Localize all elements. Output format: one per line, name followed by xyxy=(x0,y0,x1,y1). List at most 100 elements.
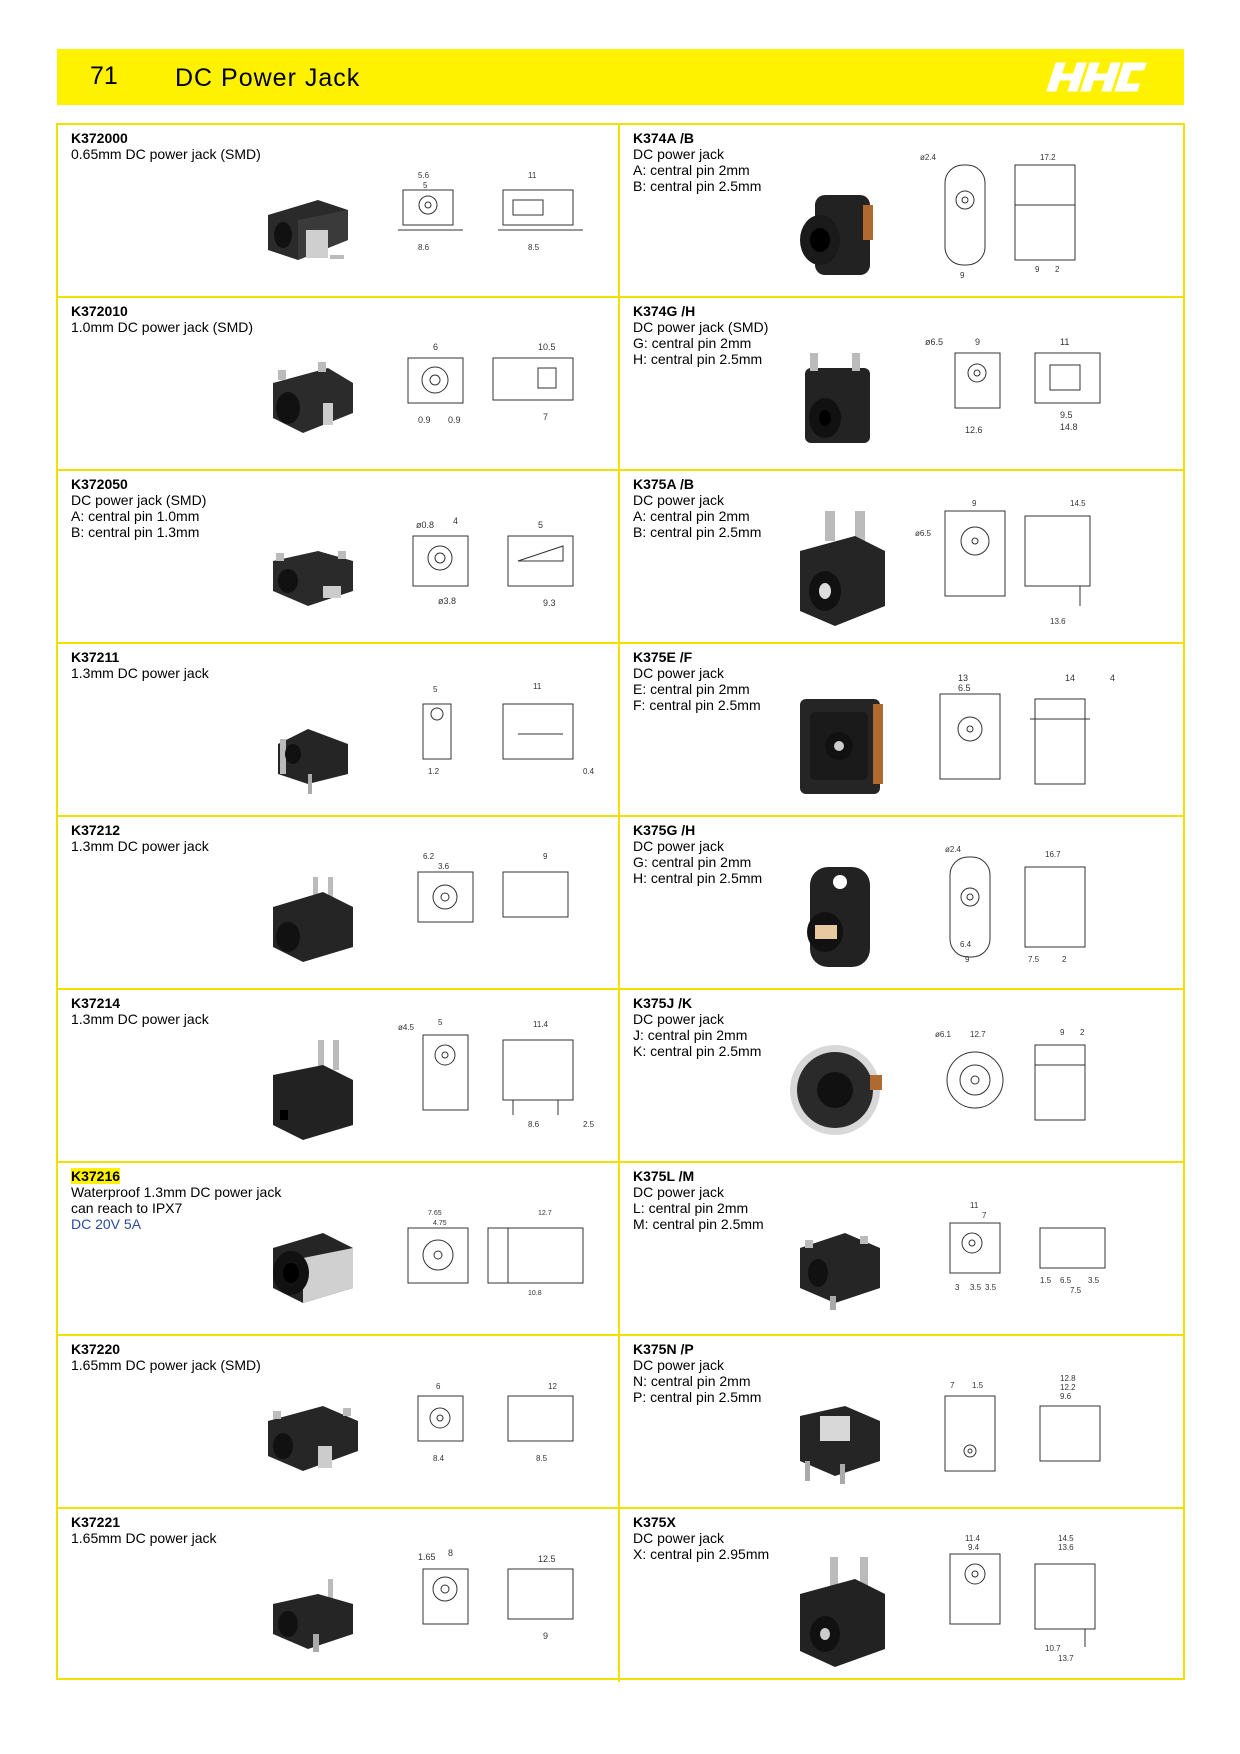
svg-text:3.6: 3.6 xyxy=(438,862,450,871)
svg-text:8.4: 8.4 xyxy=(433,1454,445,1463)
product-desc: L: central pin 2mm xyxy=(633,1200,749,1216)
svg-text:ø6.5: ø6.5 xyxy=(915,529,932,538)
product-desc: 1.65mm DC power jack xyxy=(71,1530,217,1546)
product-desc: H: central pin 2.5mm xyxy=(633,351,763,367)
svg-text:9: 9 xyxy=(1060,1028,1065,1037)
svg-text:4.75: 4.75 xyxy=(433,1220,447,1227)
product-code: K372010 xyxy=(71,303,128,319)
svg-text:0.4: 0.4 xyxy=(583,767,595,776)
svg-text:10.8: 10.8 xyxy=(528,1290,542,1297)
svg-text:1.2: 1.2 xyxy=(428,767,440,776)
svg-text:6.2: 6.2 xyxy=(423,852,435,861)
svg-text:7.5: 7.5 xyxy=(1070,1286,1082,1295)
svg-text:2: 2 xyxy=(1055,265,1060,274)
product-cell: K375N /P DC power jack N: central pin 2m… xyxy=(620,1336,1183,1507)
product-photo xyxy=(273,877,353,962)
svg-text:0.9: 0.9 xyxy=(418,415,431,425)
product-desc: DC power jack xyxy=(633,1530,725,1546)
svg-text:7: 7 xyxy=(543,412,548,422)
dimension-drawing: 11.49.414.513.610.713.7 xyxy=(949,1534,1096,1663)
product-cell: K375X DC power jack X: central pin 2.95m… xyxy=(620,1509,1183,1682)
svg-text:14: 14 xyxy=(1065,673,1075,683)
svg-text:13.6: 13.6 xyxy=(1050,617,1066,626)
product-code: K375X xyxy=(633,1514,676,1530)
product-code: K374G /H xyxy=(633,303,696,319)
product-photo xyxy=(800,195,873,275)
svg-text:ø0.8: ø0.8 xyxy=(416,520,434,530)
svg-text:11.4: 11.4 xyxy=(533,1020,549,1029)
product-desc: DC power jack xyxy=(633,665,725,681)
product-desc: DC power jack xyxy=(633,146,725,162)
svg-text:ø4.5: ø4.5 xyxy=(398,1023,415,1032)
svg-text:2: 2 xyxy=(1080,1028,1085,1037)
svg-text:9: 9 xyxy=(543,852,548,861)
brand-logo xyxy=(1046,62,1150,92)
product-desc: A: central pin 1.0mm xyxy=(71,508,200,524)
svg-text:11: 11 xyxy=(970,1201,979,1210)
product-code: K375A /B xyxy=(633,476,694,492)
svg-text:12.8: 12.8 xyxy=(1060,1374,1076,1383)
svg-text:9.6: 9.6 xyxy=(1060,1392,1072,1401)
svg-text:2.5: 2.5 xyxy=(583,1120,595,1129)
product-desc: DC power jack xyxy=(633,1357,725,1373)
product-cell: K375E /F DC power jack E: central pin 2m… xyxy=(620,644,1183,815)
product-cell: K37216 Waterproof 1.3mm DC power jack ca… xyxy=(58,1163,620,1334)
product-photo xyxy=(273,551,353,606)
product-code: K375N /P xyxy=(633,1341,694,1357)
product-photo xyxy=(790,1045,882,1135)
product-desc: K: central pin 2.5mm xyxy=(633,1043,762,1059)
svg-text:11.4: 11.4 xyxy=(965,1534,981,1543)
product-desc: E: central pin 2mm xyxy=(633,681,750,697)
svg-text:5: 5 xyxy=(433,685,438,694)
product-photo xyxy=(800,1557,885,1667)
product-code: K37211 xyxy=(71,649,120,665)
svg-text:13.7: 13.7 xyxy=(1058,1654,1074,1663)
svg-text:14.8: 14.8 xyxy=(1060,422,1078,432)
page-number: 71 xyxy=(90,62,118,90)
svg-text:9: 9 xyxy=(975,337,980,347)
svg-text:0.9: 0.9 xyxy=(448,415,461,425)
svg-text:6: 6 xyxy=(433,342,438,352)
svg-text:9: 9 xyxy=(543,1631,548,1641)
product-desc: DC power jack xyxy=(633,1184,725,1200)
product-photo xyxy=(273,1233,353,1303)
product-desc: F: central pin 2.5mm xyxy=(633,697,761,713)
product-desc: 1.3mm DC power jack xyxy=(71,838,209,854)
svg-text:12.2: 12.2 xyxy=(1060,1383,1076,1392)
product-code: K375J /K xyxy=(633,995,693,1011)
svg-text:13.6: 13.6 xyxy=(1058,1543,1074,1552)
product-code: K372050 xyxy=(71,476,128,492)
svg-text:7.65: 7.65 xyxy=(428,1210,442,1217)
product-desc: 1.0mm DC power jack (SMD) xyxy=(71,319,254,335)
svg-text:6.5: 6.5 xyxy=(958,683,971,693)
svg-text:ø6.5: ø6.5 xyxy=(925,337,943,347)
svg-text:9.5: 9.5 xyxy=(1060,410,1073,420)
svg-text:11: 11 xyxy=(528,171,537,180)
product-code: K374A /B xyxy=(633,130,694,146)
product-code: K37221 xyxy=(71,1514,121,1530)
svg-text:1.5: 1.5 xyxy=(1040,1276,1052,1285)
product-row: K372050 DC power jack (SMD) A: central p… xyxy=(58,471,1183,644)
product-desc: J: central pin 2mm xyxy=(633,1027,748,1043)
product-desc: A: central pin 2mm xyxy=(633,508,750,524)
product-desc: G: central pin 2mm xyxy=(633,335,752,351)
page-title: DC Power Jack xyxy=(175,64,361,92)
svg-text:7.5: 7.5 xyxy=(1028,955,1040,964)
product-desc: M: central pin 2.5mm xyxy=(633,1216,764,1232)
svg-text:5: 5 xyxy=(423,181,428,190)
svg-text:13: 13 xyxy=(958,673,968,683)
svg-text:8.6: 8.6 xyxy=(528,1120,540,1129)
